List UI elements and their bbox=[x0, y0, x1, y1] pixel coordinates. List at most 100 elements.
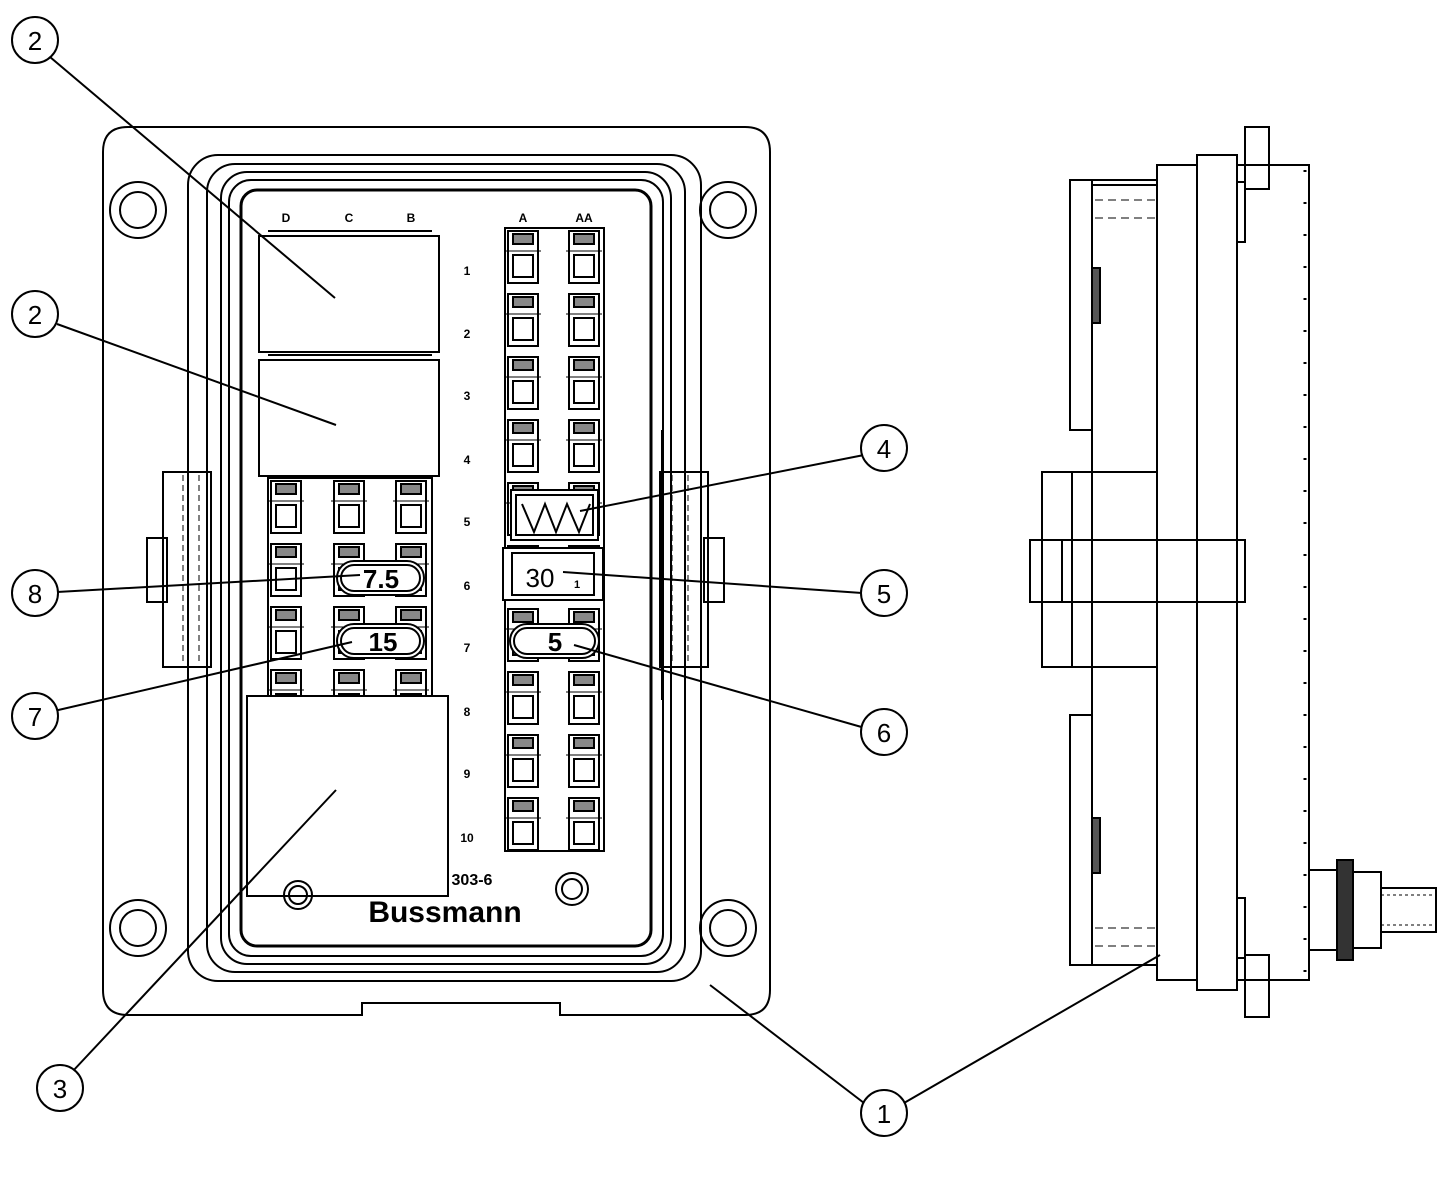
svg-text:8: 8 bbox=[28, 579, 42, 609]
column-label-d: D bbox=[282, 211, 291, 225]
mounting-hole-bl bbox=[109, 899, 167, 957]
side-base bbox=[1196, 154, 1238, 991]
flange-step-top bbox=[1236, 181, 1246, 243]
svg-text:4: 4 bbox=[877, 434, 891, 464]
side-view bbox=[1029, 126, 1437, 1018]
base-plate bbox=[239, 188, 653, 948]
fuse-slot-a-4 bbox=[505, 419, 541, 473]
relay-middle bbox=[258, 359, 440, 477]
mini-fuse-15: 15 bbox=[336, 623, 425, 659]
mounting-hole-tr bbox=[699, 181, 757, 239]
fuse-slot-aa-10 bbox=[566, 797, 602, 851]
fuse-column-a-aa bbox=[504, 227, 605, 852]
cover-lower bbox=[1069, 714, 1093, 966]
mini-fuse-5-label: 5 bbox=[548, 627, 562, 657]
row-label-9: 9 bbox=[464, 767, 471, 781]
mini-fuse-7-5: 7.5 bbox=[336, 560, 425, 596]
fuse-slot-aa-4 bbox=[566, 419, 602, 473]
svg-text:1: 1 bbox=[877, 1099, 891, 1129]
row-label-3: 3 bbox=[464, 389, 471, 403]
mini-fuse-5: 5 bbox=[509, 623, 600, 659]
callout-3: 3 bbox=[36, 1064, 84, 1112]
row-label-5: 5 bbox=[464, 515, 471, 529]
gasket-outer bbox=[206, 163, 686, 973]
row-label-8: 8 bbox=[464, 705, 471, 719]
fuse-slot-a-3 bbox=[505, 356, 541, 410]
mounting-hole-br bbox=[699, 899, 757, 957]
callout-5: 5 bbox=[860, 569, 908, 617]
row-label-4: 4 bbox=[464, 453, 471, 467]
svg-text:7: 7 bbox=[28, 702, 42, 732]
callout-2b: 2 bbox=[11, 290, 59, 338]
stud-hole-left-inner bbox=[288, 885, 308, 905]
fuse-slot-a-8 bbox=[505, 671, 541, 725]
fuse-slot-b-5 bbox=[393, 480, 429, 534]
cover-body bbox=[1091, 179, 1158, 966]
fuse-slot-d-5 bbox=[268, 480, 304, 534]
fuse-slot-a-2 bbox=[505, 293, 541, 347]
fuse-slot-aa-3 bbox=[566, 356, 602, 410]
stud-hole-right bbox=[555, 872, 589, 906]
column-label-b: B bbox=[407, 211, 416, 225]
power-stud bbox=[1308, 859, 1437, 961]
resistor-component bbox=[510, 489, 599, 541]
housing-inner-wall bbox=[187, 154, 702, 982]
side-flange bbox=[1236, 164, 1310, 981]
brand-name: Bussmann bbox=[368, 896, 521, 929]
flange-step-bottom bbox=[1236, 897, 1246, 959]
svg-text:2: 2 bbox=[28, 300, 42, 330]
mini-fuse-15-label: 15 bbox=[369, 627, 398, 657]
housing-flange bbox=[102, 126, 771, 1016]
flange-tab-bottom bbox=[1244, 954, 1270, 1018]
fuse-slot-a-9 bbox=[505, 734, 541, 788]
leader-lines bbox=[49, 56, 1161, 1104]
gasket-inner bbox=[220, 171, 672, 965]
row-label-7: 7 bbox=[464, 641, 471, 655]
maxi-fuse-label: 30 bbox=[526, 563, 555, 593]
mounting-hole-tl bbox=[109, 181, 167, 239]
callout-7: 7 bbox=[11, 692, 59, 740]
callout-8: 8 bbox=[11, 569, 59, 617]
fuse-slot-aa-8 bbox=[566, 671, 602, 725]
cover-clip-lower bbox=[1091, 817, 1101, 874]
side-latch-bar bbox=[1029, 539, 1246, 603]
mini-fuse-7-5-label: 7.5 bbox=[363, 564, 399, 594]
relay-large bbox=[246, 695, 449, 897]
fuse-slot-aa-1 bbox=[566, 230, 602, 284]
relay-top bbox=[258, 235, 440, 353]
svg-text:3: 3 bbox=[53, 1074, 67, 1104]
fuse-slot-d-6 bbox=[268, 543, 304, 597]
svg-text:5: 5 bbox=[877, 579, 891, 609]
fuse-slots-dcb bbox=[268, 480, 429, 723]
latch-right bbox=[659, 471, 725, 668]
callout-4: 4 bbox=[860, 424, 908, 472]
cover-upper bbox=[1069, 179, 1093, 431]
fuse-slot-a-1 bbox=[505, 230, 541, 284]
svg-text:2: 2 bbox=[28, 26, 42, 56]
column-label-aa: AA bbox=[575, 211, 593, 225]
side-latch-body bbox=[1041, 471, 1073, 668]
part-number: 303-6 bbox=[452, 872, 493, 889]
fuse-slot-a-10 bbox=[505, 797, 541, 851]
callout-2a: 2 bbox=[11, 16, 59, 64]
row-label-6: 6 bbox=[464, 579, 471, 593]
front-view: D C B A AA 1 2 3 4 5 6 7 8 9 10 bbox=[102, 126, 771, 1016]
row-label-2: 2 bbox=[464, 327, 471, 341]
flange-tab-top bbox=[1244, 126, 1270, 190]
fuse-slot-aa-2 bbox=[566, 293, 602, 347]
callout-1: 1 bbox=[860, 1089, 908, 1137]
column-label-a: A bbox=[519, 211, 528, 225]
fuse-slot-aa-9 bbox=[566, 734, 602, 788]
column-label-c: C bbox=[345, 211, 354, 225]
latch-left bbox=[146, 471, 212, 668]
callout-6: 6 bbox=[860, 708, 908, 756]
side-gasket bbox=[1156, 164, 1198, 981]
cover-clip-upper bbox=[1091, 267, 1101, 324]
maxi-fuse-sublabel: 1 bbox=[574, 579, 580, 591]
fuse-slot-d-7 bbox=[268, 606, 304, 660]
row-label-10: 10 bbox=[460, 831, 474, 845]
stud-hole-left bbox=[283, 880, 313, 910]
svg-text:6: 6 bbox=[877, 718, 891, 748]
